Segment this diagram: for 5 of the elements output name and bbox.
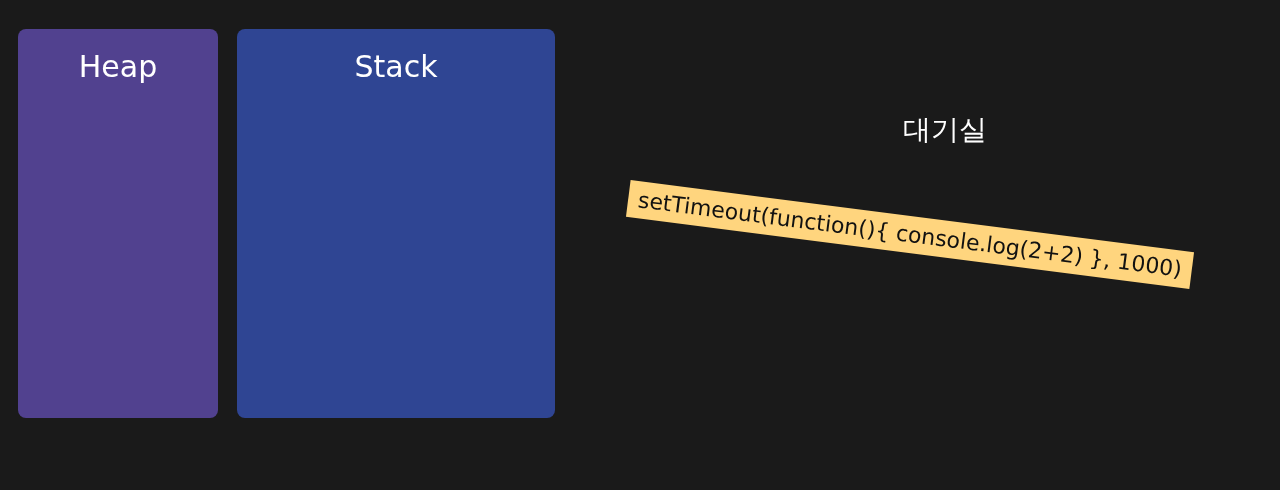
panel-title: Stack [353,49,439,84]
panel-title: Heap [77,49,159,84]
memory-panel [237,29,555,418]
memory-panel [18,29,218,418]
area-heading: 대기실 [903,112,987,148]
